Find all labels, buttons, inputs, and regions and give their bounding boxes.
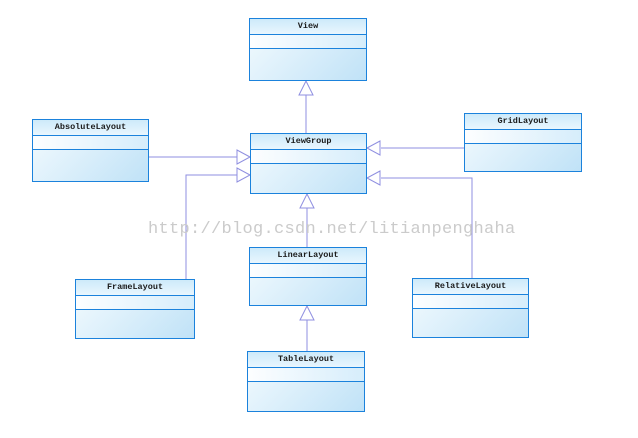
methods-compartment [413, 309, 528, 337]
class-name-label: RelativeLayout [413, 279, 528, 295]
generalization-arrowhead-icon [298, 79, 314, 96]
class-name-label: View [250, 19, 366, 35]
class-box-linearlayout[interactable]: LinearLayout [249, 247, 367, 306]
class-name-label: AbsoluteLayout [33, 120, 148, 136]
methods-compartment [250, 49, 366, 80]
methods-compartment [250, 278, 366, 305]
methods-compartment [248, 382, 364, 411]
attributes-compartment [413, 295, 528, 309]
methods-compartment [76, 310, 194, 338]
generalization-arrowhead-icon [299, 304, 315, 321]
attributes-compartment [251, 150, 366, 164]
class-box-absolutelayout[interactable]: AbsoluteLayout [32, 119, 149, 182]
attributes-compartment [76, 296, 194, 310]
class-box-framelayout[interactable]: FrameLayout [75, 279, 195, 339]
attributes-compartment [248, 368, 364, 382]
generalization-arrowhead-icon [236, 167, 252, 183]
class-name-label: TableLayout [248, 352, 364, 368]
generalization-arrowhead-icon [365, 140, 381, 156]
class-box-tablelayout[interactable]: TableLayout [247, 351, 365, 412]
class-name-label: ViewGroup [251, 134, 366, 150]
attributes-compartment [250, 264, 366, 278]
generalization-arrowhead-icon [236, 149, 252, 165]
class-box-relativelayout[interactable]: RelativeLayout [412, 278, 529, 338]
class-box-gridlayout[interactable]: GridLayout [464, 113, 582, 172]
class-name-label: GridLayout [465, 114, 581, 130]
attributes-compartment [465, 130, 581, 144]
generalization-arrowhead-icon [365, 170, 381, 186]
watermark-text: http://blog.csdn.net/litianpenghaha [148, 220, 516, 239]
class-box-view[interactable]: View [249, 18, 367, 81]
attributes-compartment [33, 136, 148, 150]
class-box-viewgroup[interactable]: ViewGroup [250, 133, 367, 194]
methods-compartment [33, 150, 148, 181]
class-name-label: LinearLayout [250, 248, 366, 264]
generalization-arrowhead-icon [299, 192, 315, 209]
class-name-label: FrameLayout [76, 280, 194, 296]
methods-compartment [251, 164, 366, 193]
attributes-compartment [250, 35, 366, 49]
methods-compartment [465, 144, 581, 171]
